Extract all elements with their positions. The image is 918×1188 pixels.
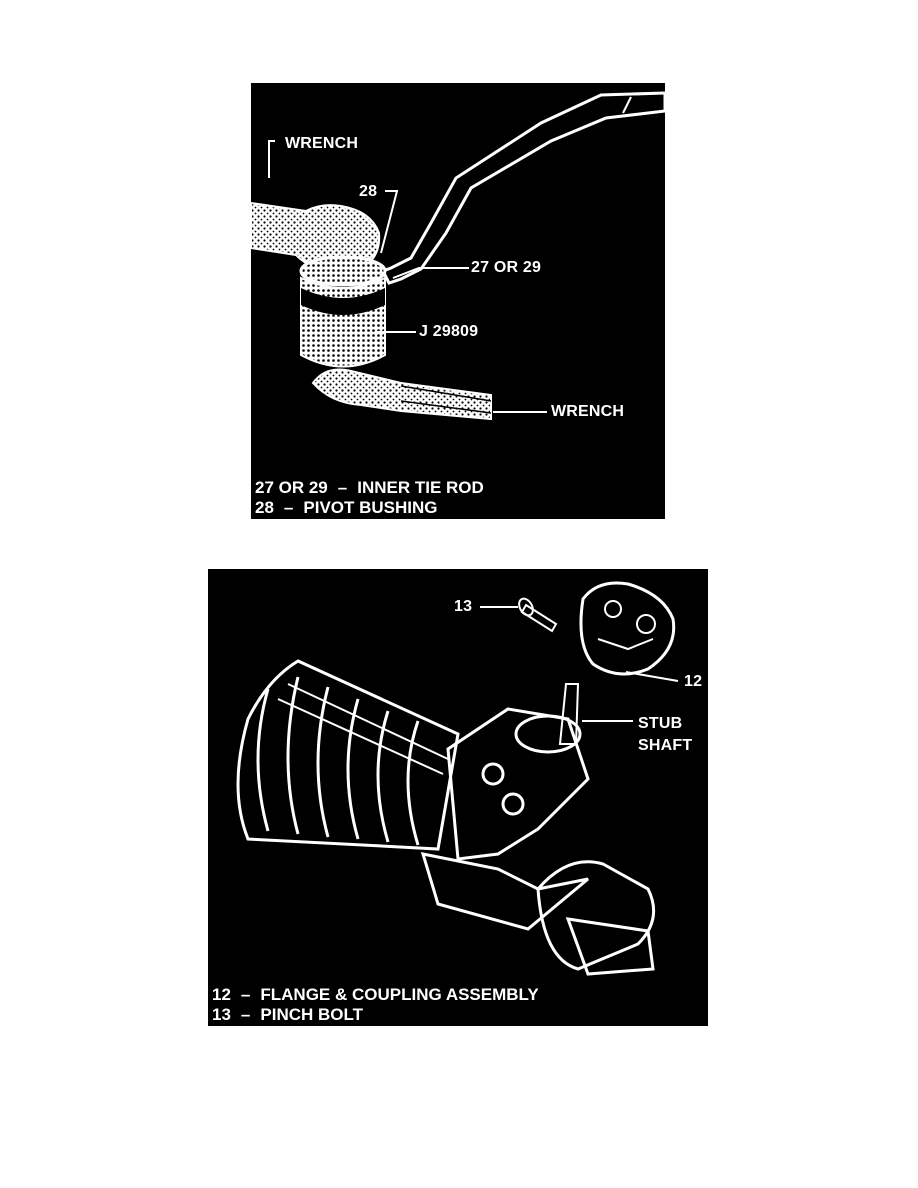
legend-row: 28 – PIVOT BUSHING [255,498,484,518]
legend-dash: – [283,498,294,517]
part-27-or-29-label: 27 OR 29 [471,259,542,276]
tie-rod-illustration [251,91,665,421]
legend-dash: – [240,1005,251,1024]
stub-shaft [558,683,580,745]
wrench-top-label: WRENCH [285,135,359,152]
pinch-bolt [518,597,558,633]
part-13-label: 13 [454,598,473,615]
legend-row: 12 – FLANGE & COUPLING ASSEMBLY [212,985,539,1005]
stub-shaft-label-line2: SHAFT [638,737,693,754]
tie-rod-legend: 27 OR 29 – INNER TIE ROD 28 – PIVOT BUSH… [255,478,484,518]
lower-wrench [311,368,492,421]
legend-row: 13 – PINCH BOLT [212,1005,539,1025]
legend-number: 12 [212,985,231,1004]
steering-gear-illustration [236,581,679,976]
legend-number: 28 [255,498,274,517]
tie-rod-figure: WRENCH 28 27 OR 29 J 29809 WRENCH 27 OR … [251,83,665,519]
part-28-label: 28 [359,183,378,200]
steering-gear-legend: 12 – FLANGE & COUPLING ASSEMBLY 13 – PIN… [212,985,539,1025]
tool-cylinder [300,276,386,368]
legend-text: INNER TIE ROD [357,478,484,497]
legend-text: FLANGE & COUPLING ASSEMBLY [260,985,539,1004]
part-12-label: 12 [684,673,703,690]
boot-bellows [236,659,460,851]
stub-shaft-label-line1: STUB [638,715,683,732]
inner-tie-rod [380,91,665,285]
gear-housing [420,707,590,931]
legend-row: 27 OR 29 – INNER TIE ROD [255,478,484,498]
legend-dash: – [240,985,251,1004]
legend-dash: – [337,478,348,497]
wrench-bottom-label: WRENCH [551,403,625,420]
steering-gear-figure: 13 12 STUB SHAFT 12 – FLANGE & COUPLING … [208,569,708,1026]
pivot-bushing [299,255,387,287]
legend-text: PIVOT BUSHING [303,498,438,517]
tool-j29809-label: J 29809 [419,323,479,340]
pinion-tube [536,860,656,976]
legend-text: PINCH BOLT [260,1005,364,1024]
legend-number: 13 [212,1005,231,1024]
flange-coupling [579,581,676,676]
legend-number: 27 OR 29 [255,478,328,497]
